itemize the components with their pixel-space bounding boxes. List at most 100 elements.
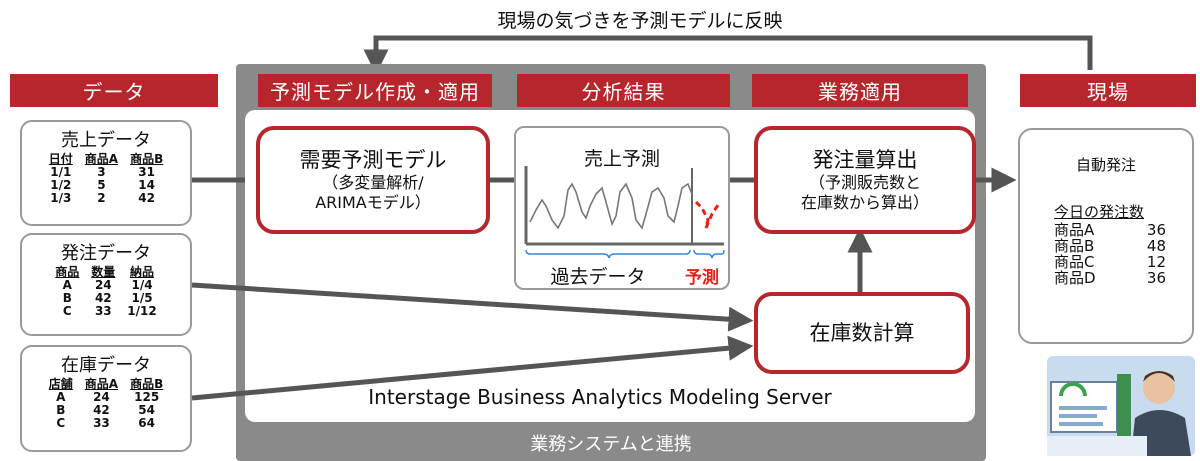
cell: A bbox=[56, 390, 66, 404]
orders-to-inventory-arrow bbox=[191, 282, 754, 332]
list-item: 商品B 48 bbox=[1054, 238, 1192, 254]
cell: 125 bbox=[134, 390, 160, 404]
cell: 2 bbox=[97, 191, 106, 205]
item-name: 商品A bbox=[1054, 221, 1095, 239]
cell: 1/12 bbox=[127, 304, 157, 318]
cell: C bbox=[62, 304, 72, 318]
cell: 5 bbox=[97, 178, 106, 192]
cell: 42 bbox=[138, 191, 155, 205]
auto-order-subtitle: 今日の発注数 bbox=[1054, 203, 1145, 221]
divider-panel bbox=[1117, 374, 1131, 436]
header-business: 業務適用 bbox=[752, 74, 968, 107]
forecast-title: 売上予測 bbox=[583, 148, 660, 170]
column-header: 商品A bbox=[84, 377, 119, 391]
column-header: 日付 bbox=[48, 152, 73, 166]
order-line-2: 在庫数から算出） bbox=[800, 193, 929, 212]
column-header: 商品 bbox=[55, 265, 80, 279]
dataset-title: 売上データ bbox=[61, 130, 151, 151]
table-row: 1/1 3 31 bbox=[43, 166, 169, 179]
cell: 42 bbox=[94, 291, 112, 305]
list-item: 商品A 36 bbox=[1054, 222, 1192, 238]
item-qty: 36 bbox=[1146, 269, 1166, 287]
cell: 1/5 bbox=[131, 291, 153, 305]
person-head-icon bbox=[1143, 372, 1175, 404]
item-name: 商品C bbox=[1054, 253, 1095, 271]
auto-order-panel: 自動発注 今日の発注数 商品A 36 商品B 48 商品C 12 商品D 36 bbox=[1018, 128, 1194, 344]
order-line-1: （予測販売数と bbox=[808, 173, 921, 192]
past-sales-line bbox=[529, 182, 693, 230]
cell: 1/3 bbox=[50, 191, 72, 205]
list-item: 商品D 36 bbox=[1054, 270, 1192, 286]
column-header: 商品A bbox=[84, 152, 119, 166]
table-row: A 24 125 bbox=[43, 391, 169, 404]
table-row: B 42 1/5 bbox=[49, 292, 162, 305]
forecast-line bbox=[694, 200, 722, 229]
model-title: 需要予測モデル bbox=[299, 148, 447, 172]
item-qty: 48 bbox=[1146, 237, 1166, 255]
system-label: 業務システムと連携 bbox=[530, 434, 692, 455]
order-title: 発注量算出 bbox=[812, 148, 918, 172]
stock-to-inventory-arrow bbox=[191, 335, 754, 401]
table-row: C 33 64 bbox=[43, 417, 169, 430]
inventory-calc-box: 在庫数計算 bbox=[754, 292, 970, 374]
forecast-panel: 売上予測 過去データ 予測 bbox=[514, 126, 730, 290]
forecast-chart bbox=[524, 166, 725, 259]
column-header: 店舗 bbox=[48, 377, 73, 391]
server-label: Interstage Business Analytics Modeling S… bbox=[368, 385, 832, 409]
cell: 54 bbox=[138, 403, 155, 417]
item-name: 商品D bbox=[1054, 269, 1096, 287]
cell: 31 bbox=[138, 165, 155, 179]
item-name: 商品B bbox=[1054, 237, 1095, 255]
worker-illustration bbox=[1047, 356, 1195, 456]
dataset-table: 店舗 商品A 商品B A 24 125 B 42 54 C 33 64 bbox=[43, 378, 169, 430]
cell: 1/1 bbox=[50, 165, 72, 179]
dataset-title: 在庫データ bbox=[61, 355, 151, 376]
forecast-label: 予測 bbox=[685, 268, 719, 288]
cell: 64 bbox=[138, 416, 155, 430]
inventory-title: 在庫数計算 bbox=[809, 321, 915, 345]
cell: 33 bbox=[93, 416, 110, 430]
table-row: 1/3 2 42 bbox=[43, 192, 169, 205]
gauge-icon bbox=[1059, 382, 1087, 397]
column-header: 商品B bbox=[130, 152, 164, 166]
column-header: 数量 bbox=[91, 265, 116, 279]
item-qty: 12 bbox=[1146, 253, 1166, 271]
column-header: 商品B bbox=[130, 377, 164, 391]
cell: 1/2 bbox=[50, 178, 72, 192]
forecast-brace bbox=[693, 249, 725, 259]
cell: 3 bbox=[97, 165, 106, 179]
auto-order-title: 自動発注 bbox=[1075, 156, 1136, 174]
cell: C bbox=[56, 416, 66, 430]
header-model: 予測モデル作成・適用 bbox=[258, 74, 492, 107]
header-field: 現場 bbox=[1020, 74, 1196, 107]
demand-model-box: 需要予測モデル （多変量解析/ ARIMAモデル） bbox=[256, 126, 490, 234]
header-data: データ bbox=[10, 74, 218, 107]
order-calc-box: 発注量算出 （予測販売数と 在庫数から算出） bbox=[754, 126, 976, 234]
order-list: 商品A 36 商品B 48 商品C 12 商品D 36 bbox=[1054, 222, 1192, 286]
item-qty: 36 bbox=[1146, 221, 1166, 239]
past-brace bbox=[525, 249, 691, 259]
cell: 24 bbox=[93, 390, 110, 404]
column-header: 納品 bbox=[130, 265, 155, 279]
cell: A bbox=[62, 278, 72, 292]
cell: B bbox=[56, 403, 66, 417]
past-data-label: 過去データ bbox=[550, 266, 646, 288]
cell: B bbox=[62, 291, 72, 305]
model-line-1: （多変量解析/ bbox=[322, 173, 424, 192]
header-analysis: 分析結果 bbox=[517, 74, 730, 107]
cell: 42 bbox=[93, 403, 110, 417]
list-item: 商品C 12 bbox=[1054, 254, 1192, 270]
table-row: B 42 54 bbox=[43, 404, 169, 417]
dataset-inventory: 在庫データ 店舗 商品A 商品B A 24 125 B 42 54 C 33 64 bbox=[20, 345, 192, 452]
cell: 1/4 bbox=[131, 278, 153, 292]
dataset-title: 発注データ bbox=[61, 243, 151, 264]
feedback-arrow bbox=[363, 35, 1093, 75]
